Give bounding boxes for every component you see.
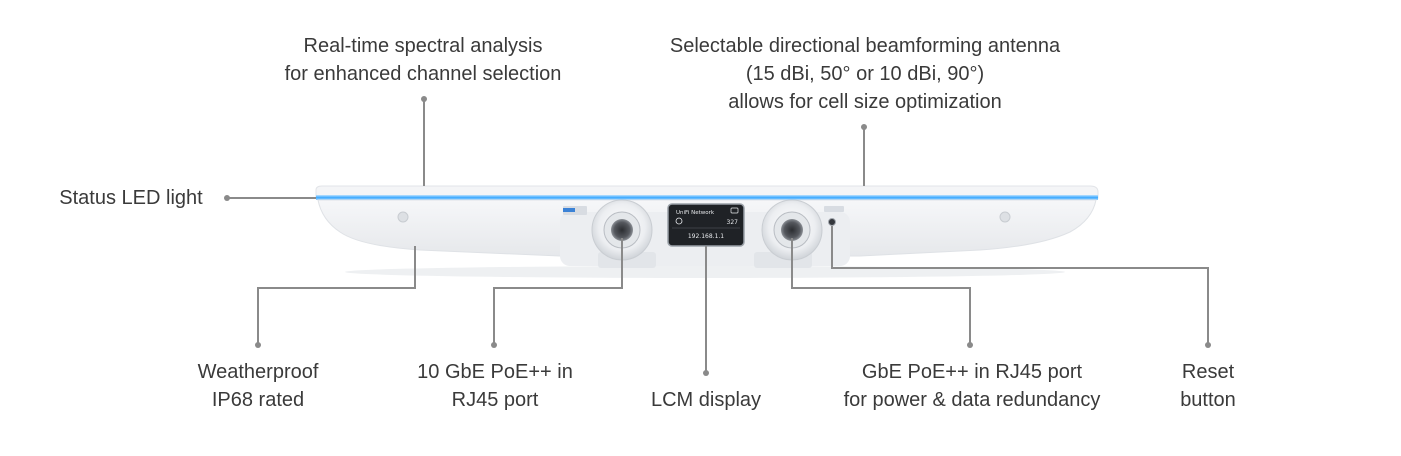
dot-reset xyxy=(1205,342,1211,348)
callout-spectral-line2: for enhanced channel selection xyxy=(284,63,562,85)
dot-gbe xyxy=(967,342,973,348)
callout-status-led-line1: Status LED light xyxy=(59,187,203,209)
callout-weatherproof: Weatherproof IP68 rated xyxy=(160,358,356,414)
dot-weatherproof xyxy=(255,342,261,348)
callout-antenna-line1: Selectable directional beamforming anten… xyxy=(669,35,1061,57)
port-10gbe-hole xyxy=(611,219,633,241)
leader-reset xyxy=(831,226,1209,344)
leader-weatherproof xyxy=(257,246,416,344)
callout-antenna-line2: (15 dBi, 50° or 10 dBi, 90°) xyxy=(745,63,985,85)
label-plate-right xyxy=(824,206,844,212)
lcm-clients-icon xyxy=(730,207,739,214)
screw-right xyxy=(999,211,1011,223)
port-gbe-hole xyxy=(781,219,803,241)
leader-gbe xyxy=(791,238,971,344)
dot-status-led xyxy=(224,195,230,201)
callout-spectral-line1: Real-time spectral analysis xyxy=(303,35,543,57)
callout-gbe-port: GbE PoE++ in RJ45 port for power & data … xyxy=(812,358,1132,414)
callout-10gbe-port: 10 GbE PoE++ in RJ45 port xyxy=(390,358,600,414)
callout-lcm-line1: LCM display xyxy=(650,389,762,411)
dot-spectral xyxy=(421,96,427,102)
lcm-client-count: 327 xyxy=(727,219,739,226)
dot-lcm xyxy=(703,370,709,376)
leader-lines xyxy=(228,100,1209,372)
callout-spectral-analysis: Real-time spectral analysis for enhanced… xyxy=(263,32,583,88)
leader-10gbe xyxy=(493,238,623,344)
screw-left xyxy=(397,211,409,223)
dot-antenna xyxy=(861,124,867,130)
callout-10gbe-line1: 10 GbE PoE++ in xyxy=(417,361,573,383)
reset-button-hole xyxy=(828,218,836,226)
callout-10gbe-line2: RJ45 port xyxy=(451,389,539,411)
callout-weatherproof-line2: IP68 rated xyxy=(211,389,305,411)
lcm-network-name: UniFi Network xyxy=(676,210,715,216)
callout-reset-line1: Reset xyxy=(1181,361,1235,383)
leader-dots xyxy=(224,96,1211,376)
status-led-strip xyxy=(316,195,1098,200)
callout-status-led: Status LED light xyxy=(36,184,226,212)
callout-reset-line2: button xyxy=(1180,389,1236,411)
callout-reset-button: Reset button xyxy=(1148,358,1268,414)
callout-antenna-line3: allows for cell size optimization xyxy=(728,91,1002,113)
callout-gbe-line2: for power & data redundancy xyxy=(843,389,1101,411)
callout-lcm-display: LCM display xyxy=(616,386,796,414)
lcm-globe-icon xyxy=(675,217,683,225)
label-plate-left-blue xyxy=(563,208,575,212)
callout-weatherproof-line1: Weatherproof xyxy=(197,361,319,383)
callout-gbe-line1: GbE PoE++ in RJ45 port xyxy=(861,361,1083,383)
callout-beamforming-antenna: Selectable directional beamforming anten… xyxy=(630,32,1100,116)
dot-10gbe xyxy=(491,342,497,348)
lcm-ip-address: 192.168.1.1 xyxy=(688,233,724,240)
